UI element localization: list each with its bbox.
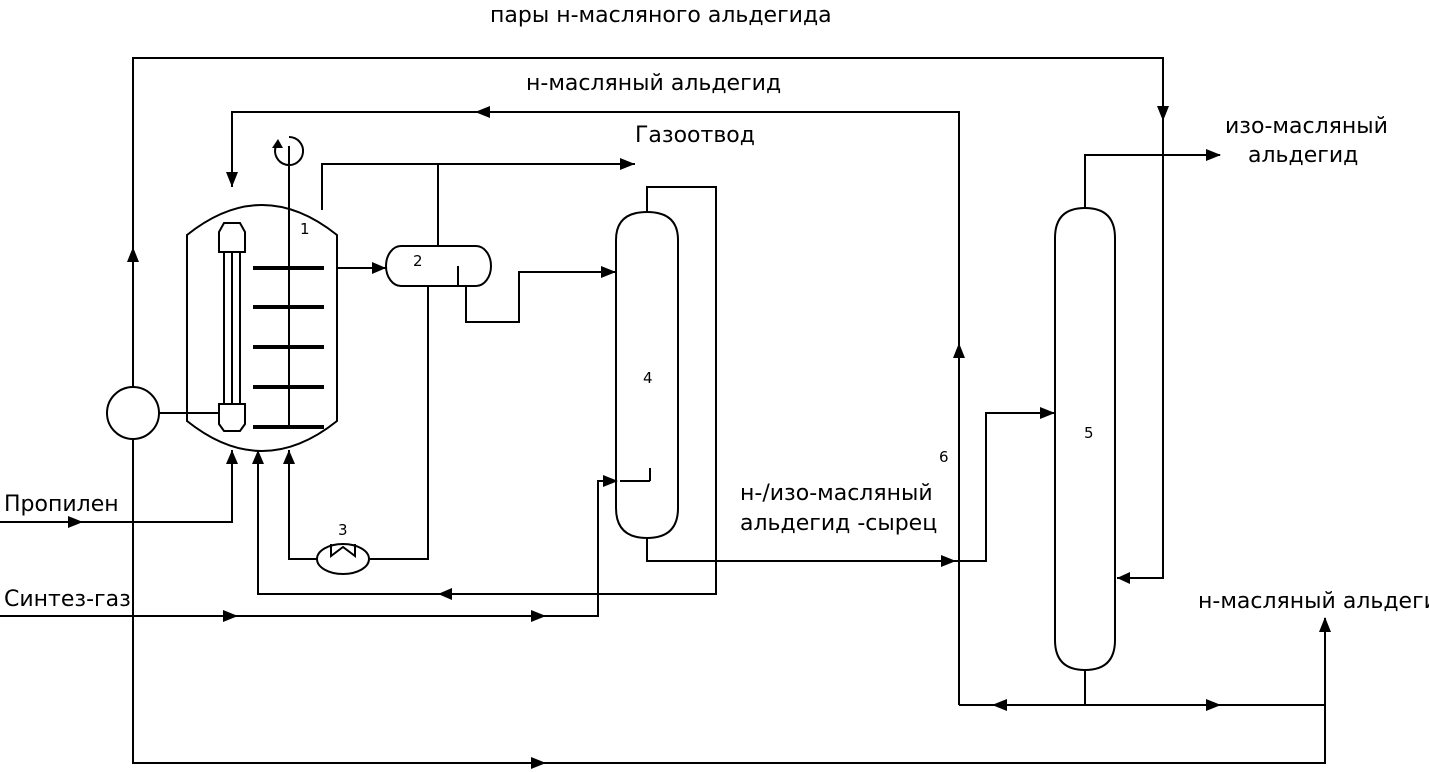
number-column-5: 5 xyxy=(1084,424,1094,442)
stirrer-rotation-icon xyxy=(274,135,305,166)
number-column-4: 4 xyxy=(643,369,653,387)
heat-exchanger-3 xyxy=(316,543,370,575)
column-4 xyxy=(615,210,679,540)
piping xyxy=(0,57,1331,769)
label-n-butyraldehyde-product: н-масляный альдегид xyxy=(1198,589,1429,614)
number-heat-exchanger: 3 xyxy=(338,521,348,539)
label-syngas: Синтез-газ xyxy=(4,587,131,612)
reactor-1 xyxy=(186,135,338,452)
label-iso-butyraldehyde-1: изо-масляный xyxy=(1225,114,1388,139)
number-stream-6: 6 xyxy=(939,448,949,466)
circulation-pump xyxy=(106,386,160,440)
number-separator: 2 xyxy=(413,252,423,270)
number-reactor: 1 xyxy=(300,220,310,238)
separator-2 xyxy=(385,245,492,287)
label-propylene: Пропилен xyxy=(4,492,119,517)
label-iso-butyraldehyde-2: альдегид xyxy=(1248,143,1358,168)
label-crude-1: н-/изо-масляный xyxy=(740,481,933,506)
inner-tube-top xyxy=(218,222,246,253)
label-vapors: пары н-масляного альдегида xyxy=(490,3,832,28)
label-gas-outlet: Газоотвод xyxy=(635,123,755,148)
label-crude-2: альдегид -сырец xyxy=(740,511,937,536)
column-5 xyxy=(1054,206,1116,672)
inner-tube-bottom xyxy=(218,403,246,432)
label-n-butyraldehyde-recycle: н-масляный альдегид xyxy=(526,71,781,96)
